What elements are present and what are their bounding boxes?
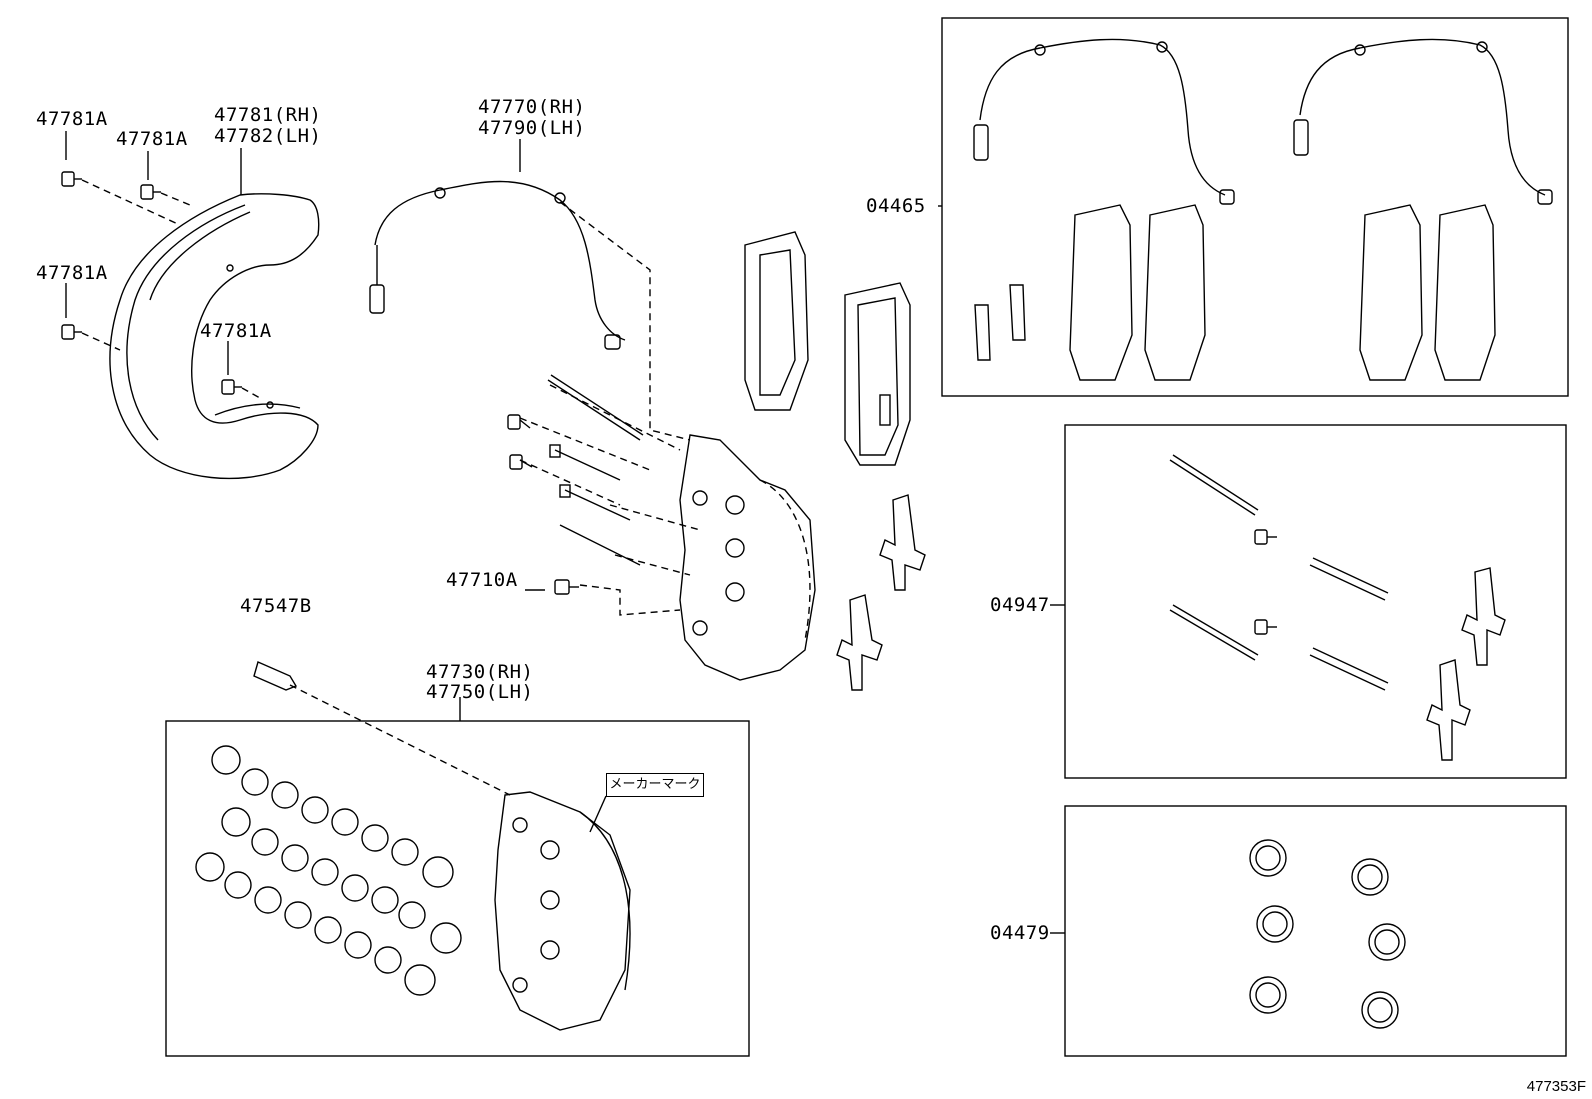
part-label-dust-shield-lh: 47782(LH) bbox=[214, 125, 322, 147]
part-label-fitting-kit: 04947 bbox=[990, 594, 1050, 616]
part-label-shield-bolt: 47781A bbox=[36, 108, 108, 130]
leader-lines bbox=[81, 179, 701, 796]
caliper-body bbox=[494, 791, 631, 1031]
maker-mark-leader bbox=[589, 795, 607, 833]
caliper-kit-box bbox=[165, 720, 750, 1057]
piston-seal-set bbox=[195, 745, 462, 996]
part-label-caliper-bolt: 47710A bbox=[446, 569, 518, 591]
maker-mark-callout: メーカーマーク bbox=[606, 773, 704, 797]
part-label-caliper-rh: 47730(RH) bbox=[426, 661, 534, 683]
dust-shield bbox=[109, 193, 320, 480]
part-label-bleeder-plug: 47547B bbox=[240, 595, 312, 617]
brake-caliper bbox=[679, 434, 816, 681]
part-label-dust-shield-rh: 47781(RH) bbox=[214, 104, 322, 126]
part-label-shield-bolt: 47781A bbox=[200, 320, 272, 342]
part-label-cylinder-kit: 04479 bbox=[990, 922, 1050, 944]
pad-kit-pads bbox=[974, 204, 1496, 381]
caliper-bolt-set bbox=[507, 374, 644, 595]
fitting-kit-box bbox=[1064, 424, 1567, 779]
wear-sensor bbox=[369, 180, 626, 350]
brake-pad bbox=[744, 231, 911, 466]
diagram-code: 477353F bbox=[1526, 1078, 1586, 1095]
pad-kit-sensors bbox=[973, 38, 1553, 205]
cylinder-kit-box bbox=[1064, 805, 1567, 1057]
pad-clip bbox=[836, 494, 926, 691]
fitting-kit-parts bbox=[1169, 454, 1506, 761]
bleeder-plug bbox=[253, 661, 298, 691]
part-label-caliper-lh: 47750(LH) bbox=[426, 681, 534, 703]
part-label-wear-sensor-lh: 47790(LH) bbox=[478, 117, 586, 139]
cylinder-kit-seals bbox=[1249, 839, 1406, 1029]
shield-bolt-icon bbox=[61, 171, 242, 395]
part-label-shield-bolt: 47781A bbox=[116, 128, 188, 150]
part-label-wear-sensor-rh: 47770(RH) bbox=[478, 96, 586, 118]
pad-kit-box bbox=[941, 17, 1569, 397]
part-label-shield-bolt: 47781A bbox=[36, 262, 108, 284]
part-label-pad-kit: 04465 bbox=[866, 195, 926, 217]
